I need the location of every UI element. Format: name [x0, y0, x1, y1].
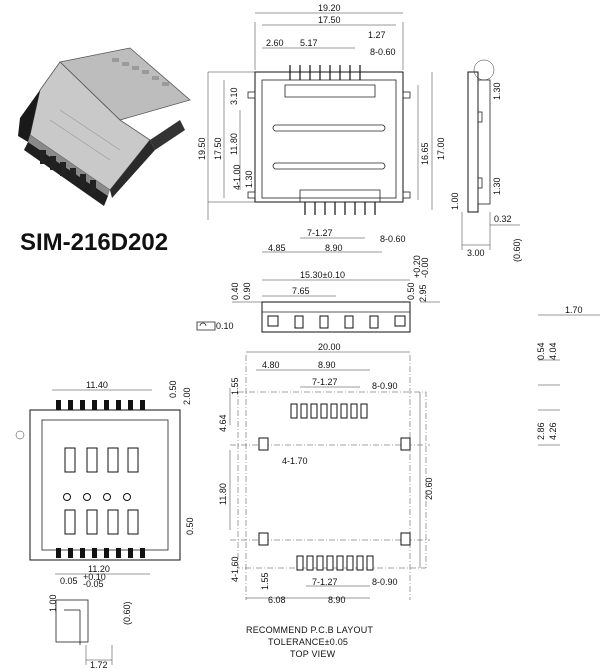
dim-front-tol-up: +0.20 [412, 255, 422, 278]
front-view-drawing [196, 279, 440, 333]
dim-front-0-90: 0.90 [242, 282, 252, 300]
dim-17-50-v: 17.50 [213, 137, 223, 160]
dim-pcb-8-90: 8.90 [318, 360, 336, 370]
dim-front-0-40: 0.40 [230, 282, 240, 300]
dim-11-80: 11.80 [229, 133, 239, 155]
dim-side-0-60: (0.60) [512, 238, 522, 262]
dim-side-1-30b: 1.30 [492, 177, 502, 195]
product-3d-image [18, 47, 191, 206]
dim-16-65: 16.65 [420, 142, 430, 165]
dim-pcb-b-1-55: 1.55 [260, 572, 270, 590]
note-pcb-layout: RECOMMEND P.C.B LAYOUT [246, 625, 373, 635]
dim-pcb-b-8-90: 8.90 [328, 595, 346, 605]
dim-front-0-50: 0.50 [406, 282, 416, 300]
dim-4-85: 4.85 [268, 243, 286, 253]
dim-detail-1-72: 1.72 [90, 660, 108, 670]
dim-8-90: 8.90 [325, 243, 343, 253]
dim-bv-11-20: 11.20 [88, 564, 110, 574]
dim-pcb-6-08: 6.08 [268, 595, 286, 605]
dim-pcb-4-170: 4-1.70 [282, 456, 308, 466]
pcb-layout-drawing [229, 351, 430, 600]
dim-side-1-30a: 1.30 [492, 82, 502, 100]
dim-4-100: 4-1.00 [232, 164, 242, 190]
dim-pcb-4-160: 4-1.60 [230, 556, 240, 582]
dim-detail-0-60: (0.60) [122, 601, 132, 625]
dim-front-2-95: 2.95 [418, 284, 428, 302]
dim-pcb-b-7-127: 7-1.27 [312, 577, 338, 587]
dim-2-60: 2.60 [266, 38, 284, 48]
dim-17-50: 17.50 [318, 15, 341, 25]
dim-bv-0-05: 0.05 [60, 576, 78, 586]
top-view-drawing [207, 12, 433, 253]
dim-bv-0-50: 0.50 [168, 380, 178, 398]
dim-bv-2-00: 2.00 [182, 387, 192, 405]
dim-bv-tol-up: +0.10 [83, 572, 106, 582]
dim-pcb-4-80: 4.80 [262, 360, 280, 370]
dim-1-27: 1.27 [368, 30, 386, 40]
dim-pcb-11-80: 11.80 [218, 483, 228, 505]
dim-pcb-20-60: 20.60 [424, 477, 434, 500]
right-edge-dims [538, 314, 600, 446]
dim-8-060-b: 8-0.60 [380, 234, 406, 244]
dim-1-30: 1.30 [244, 170, 254, 188]
dim-bv-tol-dn: -0.05 [83, 579, 104, 589]
dim-7-127: 7-1.27 [307, 228, 333, 238]
dim-side-0-32: 0.32 [494, 214, 512, 224]
dim-pcb-1-55: 1.55 [230, 377, 240, 395]
product-title: SIM-216D202 [20, 229, 168, 256]
dim-19-20: 19.20 [318, 3, 341, 13]
side-view-drawing [461, 59, 520, 250]
dim-r-2-86: 2.86 [536, 422, 546, 440]
dim-3-10: 3.10 [229, 87, 239, 105]
dim-17-00: 17.00 [436, 137, 446, 160]
dim-r-4-04: 4.04 [548, 342, 558, 360]
dim-pcb-7-127: 7-1.27 [312, 377, 338, 387]
bottom-view-drawing [15, 389, 181, 665]
dim-19-50: 19.50 [197, 137, 207, 160]
dim-side-3-00: 3.00 [467, 248, 485, 258]
dim-pcb-b-8-090: 8-0.90 [372, 577, 398, 587]
dim-flat-0-10: 0.10 [216, 321, 234, 331]
dim-side-1-00: 1.00 [450, 192, 460, 210]
dim-pcb-20-00: 20.00 [318, 342, 341, 352]
dim-front-15-30: 15.30±0.10 [300, 270, 345, 280]
dim-detail-1-00: 1.00 [48, 594, 58, 612]
dim-pcb-4-64: 4.64 [218, 414, 228, 432]
dim-bv-11-40: 11.40 [86, 380, 108, 390]
note-tolerance: TOLERANCE±0.05 [268, 637, 348, 647]
dim-pcb-8-090: 8-0.90 [372, 381, 398, 391]
dim-r-4-26: 4.26 [548, 422, 558, 440]
note-top-view: TOP VIEW [290, 649, 336, 659]
dim-bv-0-50b: 0.50 [185, 517, 195, 535]
dim-8-060: 8-0.60 [370, 47, 396, 57]
dim-front-tol-dn: -0.00 [420, 257, 430, 278]
dim-r-1-70: 1.70 [565, 305, 583, 315]
dim-r-0-54: 0.54 [536, 342, 546, 360]
dim-5-17: 5.17 [300, 38, 318, 48]
dim-front-7-65: 7.65 [292, 286, 310, 296]
